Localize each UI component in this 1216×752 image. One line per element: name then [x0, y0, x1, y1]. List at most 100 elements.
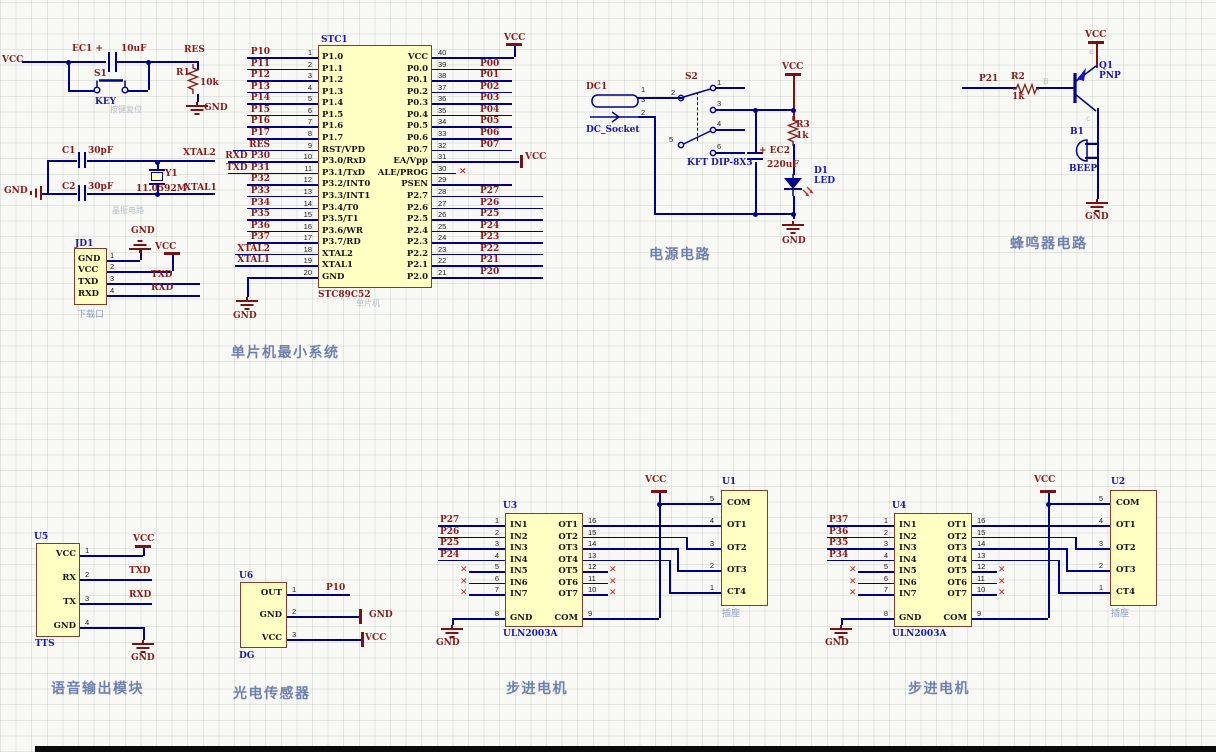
wire [197, 94, 199, 102]
no-connect-x: ✕ [459, 166, 467, 177]
mcu-left-pins-11-num: 12 [303, 175, 312, 185]
wire [47, 193, 77, 195]
junction-dot [791, 211, 796, 217]
mcu-left-pins-1-net: P11 [250, 58, 270, 69]
mcu-right-pins-18-num: 22 [438, 256, 447, 266]
mcu-right-pins-12-net: P27 [480, 185, 500, 196]
crystal-symbol [151, 172, 163, 181]
mcu-left-pins-18-name: XTAL1 [322, 260, 353, 271]
buzzer-icon [1072, 139, 1099, 166]
mcu-right-pins-6-name: P0.5 [406, 121, 428, 132]
wire [235, 253, 318, 256]
stepper2-uln-ref: U4 [892, 501, 907, 511]
mcu-left-pins-3-net: P13 [250, 81, 270, 92]
mcu-left-pins-7-net: P17 [250, 128, 270, 139]
wire [432, 103, 512, 105]
mcu-left-pins-12-num: 13 [303, 186, 312, 196]
mcu-right-pins-5-num: 35 [438, 105, 447, 115]
no-connect-x: ✕ [849, 588, 857, 599]
wire [247, 184, 318, 186]
sensor-pins-2-name: VCC [261, 633, 282, 643]
crystal-note: 晶振电路 [112, 206, 144, 215]
stepper1-out-pins-4-name: OT5 [558, 566, 578, 577]
mcu-left-pins-9-net: RXD P30 [225, 151, 270, 162]
stepper2-in-pins-0-num: 1 [883, 516, 888, 525]
mcu-right-pins-5-name: P0.4 [406, 109, 428, 120]
power-sw-pins-1: 1 [717, 78, 722, 87]
wire [80, 555, 143, 557]
wire [80, 603, 152, 605]
wire [659, 503, 721, 505]
mcu-right-pins-9-name: EA/Vpp [393, 156, 428, 167]
power-cap-val: 220uF [767, 160, 799, 170]
mcu-left-pins-1-name: P1.1 [322, 63, 344, 74]
wire [686, 548, 721, 550]
uln2003a-2-body [894, 513, 972, 627]
wire [127, 90, 148, 92]
mcu-right-pins-15-num: 25 [438, 221, 447, 231]
mcu-right-pins-16-name: P2.3 [406, 237, 428, 248]
stepper2-in-pins-2-net: P35 [829, 538, 849, 549]
mcu-left-pins-11-name: P3.2/INT0 [322, 179, 371, 190]
wire [361, 632, 364, 647]
gnd-symbol [439, 625, 465, 645]
stepper2-out-pins-1-num: 15 [977, 527, 986, 537]
stepper2-in-pins-7-num: 8 [883, 609, 888, 618]
power-vcc: VCC [782, 62, 804, 72]
reset-sw-ref: S1 [94, 69, 107, 79]
power-sw-ref: S2 [685, 72, 698, 82]
wire [157, 183, 159, 193]
stepper1-out-pins-0-num: 16 [588, 516, 597, 525]
stepper1-in-pins-1-net: P26 [440, 526, 460, 537]
stepper1-uln-part: ULN2003A [503, 629, 558, 639]
mcu-right-pins-10-num: 30 [438, 163, 447, 173]
power-dc-part: DC_Socket [586, 125, 640, 135]
mcu-right-pins-17-num: 23 [438, 244, 447, 254]
stepper2-in-pins-0-name: IN1 [899, 520, 917, 530]
mcu-left-pins-8-num: 9 [307, 140, 312, 150]
download-pins-0-name: GND [78, 254, 101, 264]
reset-r-ref: R1 [176, 68, 190, 78]
stepper1-conn-pins-1-name: OT1 [727, 520, 747, 530]
tts-pins-1-num: 2 [85, 570, 90, 579]
power-dc-pins-2: 2 [641, 108, 646, 117]
wire [197, 61, 199, 70]
no-connect-x: ✕ [460, 588, 468, 599]
wire [247, 57, 318, 59]
wire [432, 277, 543, 279]
buzzer-buz-ref: B1 [1070, 127, 1084, 137]
mcu-right-pins-12-num: 28 [438, 186, 447, 196]
stepper1-in-pins-2-name: IN3 [510, 543, 528, 554]
reset-gnd: GND [204, 103, 228, 113]
tts-pins-2-name: TX [63, 597, 76, 607]
mcu-right-pins-14-net: P25 [480, 209, 500, 220]
wire [247, 277, 318, 279]
mcu-right-pins-7-name: P0.6 [406, 133, 428, 144]
mcu-right-pins-11-num: 29 [438, 175, 447, 185]
section-title-stepper2: 步进电机 [908, 681, 970, 697]
mcu-right-pins-15-name: P2.4 [406, 225, 428, 236]
stepper1-in-pins-0-net: P27 [440, 515, 460, 525]
section-title-mcu: 单片机最小系统 [231, 345, 340, 361]
stepper1-conn-pins-3-name: OT3 [727, 565, 747, 575]
mcu-right-pins-7-net: P06 [480, 128, 500, 139]
no-connect-x: ✕ [849, 565, 857, 576]
wire [359, 609, 362, 624]
wire [858, 582, 894, 585]
stepper2-in-pins-6-name: IN7 [899, 589, 917, 600]
mcu-right-pins-1-num: 39 [438, 59, 447, 69]
mcu-left-pins-1-num: 2 [307, 59, 312, 69]
download-note: 下载口 [77, 310, 105, 320]
wire [149, 169, 165, 171]
wire [287, 594, 350, 596]
wire [84, 152, 86, 168]
junction-dot [66, 59, 71, 65]
mcu-left-pins-19-num: 20 [303, 268, 312, 278]
wire [247, 207, 318, 210]
mcu-left-pins-8-net: RES [249, 139, 270, 150]
stepper2-out-pins-3-name: OT4 [947, 554, 967, 565]
wire [247, 114, 318, 117]
junction-dot [155, 191, 160, 197]
stepper1-in-pins-0-num: 1 [494, 516, 499, 525]
mcu-left-pins-3-name: P1.3 [322, 86, 344, 97]
